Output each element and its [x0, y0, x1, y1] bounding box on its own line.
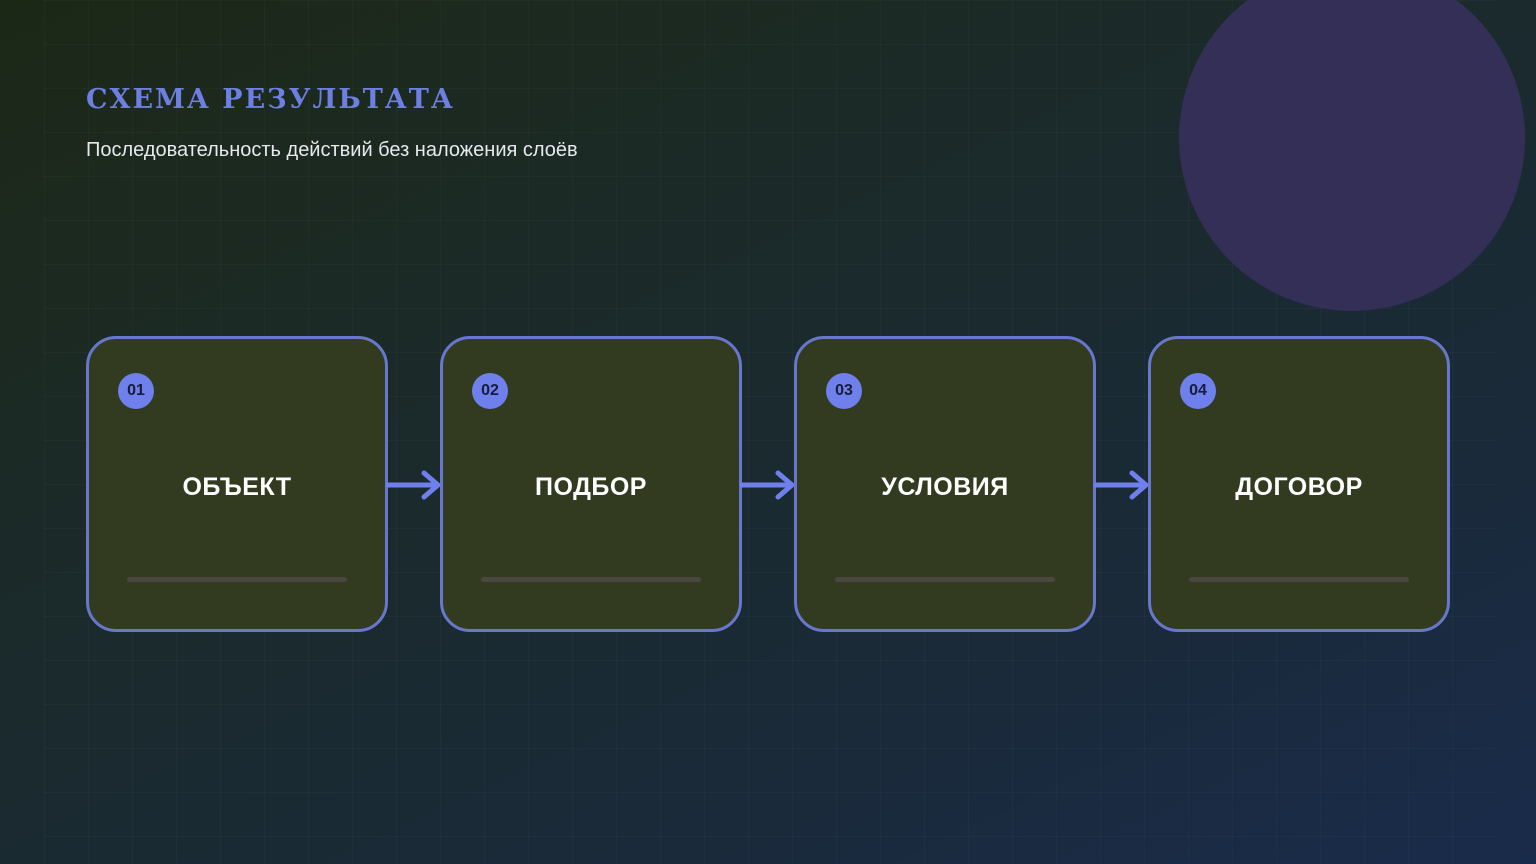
step-number-badge: 02 — [472, 373, 508, 409]
step-label: ОБЪЕКТ — [182, 473, 292, 501]
step-underline-bar — [835, 577, 1055, 582]
step-underline-bar — [481, 577, 701, 582]
step-label: ПОДБОР — [535, 473, 647, 501]
step-card-3: 03 УСЛОВИЯ — [794, 336, 1096, 632]
step-underline-bar — [1189, 577, 1409, 582]
step-underline-bar — [127, 577, 347, 582]
diagram-title: СХЕМА РЕЗУЛЬТАТА — [86, 84, 455, 115]
step-card-4: 04 ДОГОВОР — [1148, 336, 1450, 632]
arrow-right-icon — [739, 470, 795, 500]
step-card-2: 02 ПОДБОР — [440, 336, 742, 632]
arrow-right-icon — [385, 470, 441, 500]
step-number-badge: 03 — [826, 373, 862, 409]
arrow-right-icon — [1093, 470, 1149, 500]
step-label: УСЛОВИЯ — [881, 473, 1009, 501]
step-label: ДОГОВОР — [1235, 473, 1363, 501]
step-number-badge: 04 — [1180, 373, 1216, 409]
step-number-badge: 01 — [118, 373, 154, 409]
diagram-subtitle: Последовательность действий без наложени… — [86, 139, 578, 161]
decorative-circle — [1179, 0, 1525, 311]
step-card-1: 01 ОБЪЕКТ — [86, 336, 388, 632]
